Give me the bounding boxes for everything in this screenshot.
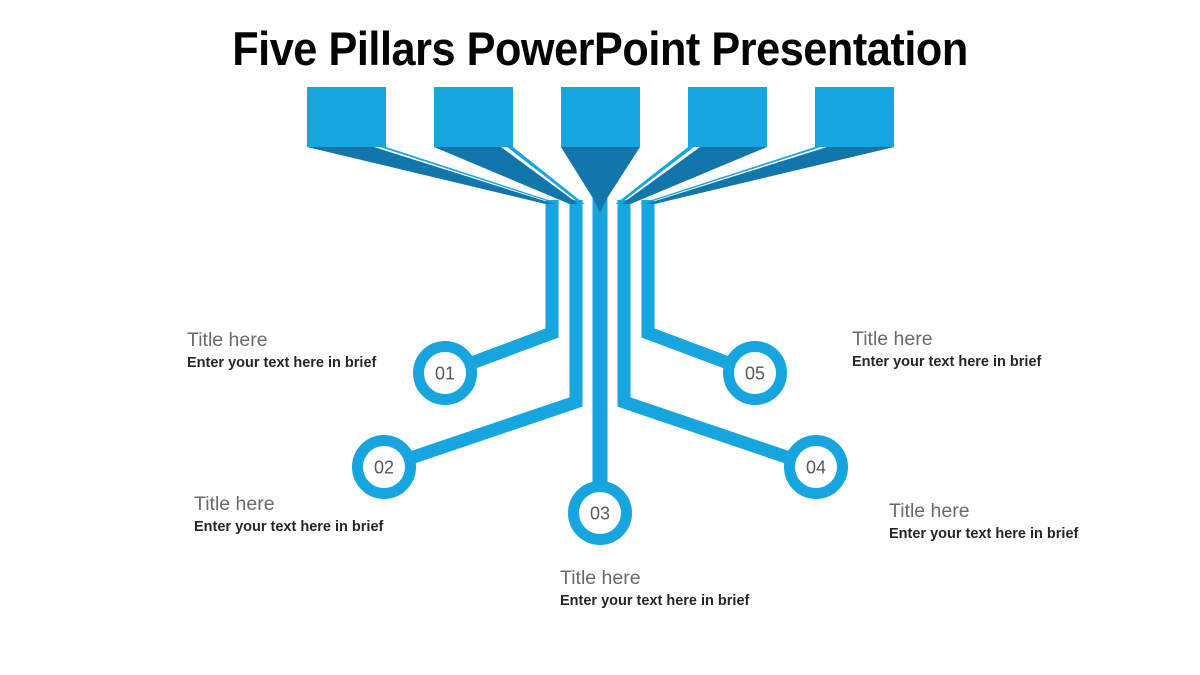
- pillar-ribbon-top-4: [688, 87, 767, 147]
- ribbon-fold-2: [434, 147, 579, 204]
- node-number-01: 01: [435, 364, 455, 384]
- node-numbers: 01 02 03 04 05: [374, 364, 826, 524]
- placeholder-block-3[interactable]: Title here Enter your text here in brief: [560, 567, 749, 609]
- pillar-ribbon-top-1: [307, 87, 386, 147]
- ribbon-fold-1: [307, 147, 555, 204]
- node-circle-02[interactable]: [352, 435, 416, 499]
- connector-line-1: [442, 200, 559, 380]
- connector-line-4: [617, 200, 819, 474]
- connector-line-5: [641, 200, 758, 380]
- placeholder-block-2[interactable]: Title here Enter your text here in brief: [194, 493, 383, 535]
- connector-lines: [381, 198, 819, 513]
- placeholder-body-5[interactable]: Enter your text here in brief: [852, 354, 1042, 370]
- pillar-ribbon-top-5: [815, 87, 894, 147]
- placeholder-title-5[interactable]: Title here: [852, 328, 933, 350]
- node-circle-04[interactable]: [784, 435, 848, 499]
- placeholder-body-3[interactable]: Enter your text here in brief: [560, 593, 750, 609]
- placeholder-block-1[interactable]: Title here Enter your text here in brief: [187, 329, 376, 371]
- node-number-02: 02: [374, 458, 394, 478]
- placeholder-title-1[interactable]: Title here: [187, 329, 268, 351]
- node-number-04: 04: [806, 458, 826, 478]
- placeholder-title-2[interactable]: Title here: [194, 493, 275, 515]
- ribbon-tops: [307, 87, 894, 147]
- node-number-05: 05: [745, 364, 765, 384]
- node-number-03: 03: [590, 504, 610, 524]
- placeholder-block-5[interactable]: Title here Enter your text here in brief: [852, 328, 1041, 370]
- placeholder-title-4[interactable]: Title here: [889, 500, 970, 522]
- ribbon-slivers: [380, 147, 821, 204]
- ribbon-fold-3: [561, 147, 640, 213]
- placeholder-body-2[interactable]: Enter your text here in brief: [194, 519, 384, 535]
- ribbon-sliver-2: [507, 147, 585, 204]
- ribbon-sliver-1: [380, 147, 561, 204]
- ribbon-folds: [307, 147, 894, 213]
- node-circle-05[interactable]: [723, 341, 787, 405]
- ribbon-fold-4: [621, 147, 767, 204]
- placeholder-title-3[interactable]: Title here: [560, 567, 641, 589]
- node-circles: [352, 341, 848, 545]
- connector-line-2: [381, 200, 583, 474]
- slide-title: Five Pillars PowerPoint Presentation: [232, 22, 968, 75]
- ribbon-sliver-4: [615, 147, 694, 204]
- pillar-ribbon-top-3: [561, 87, 640, 147]
- placeholder-body-1[interactable]: Enter your text here in brief: [187, 355, 377, 371]
- placeholder-block-4[interactable]: Title here Enter your text here in brief: [889, 500, 1078, 542]
- node-circle-01[interactable]: [413, 341, 477, 405]
- node-circle-03[interactable]: [568, 481, 632, 545]
- placeholder-body-4[interactable]: Enter your text here in brief: [889, 526, 1079, 542]
- ribbon-fold-5: [645, 147, 894, 204]
- ribbon-sliver-5: [639, 147, 821, 204]
- pillar-ribbon-top-2: [434, 87, 513, 147]
